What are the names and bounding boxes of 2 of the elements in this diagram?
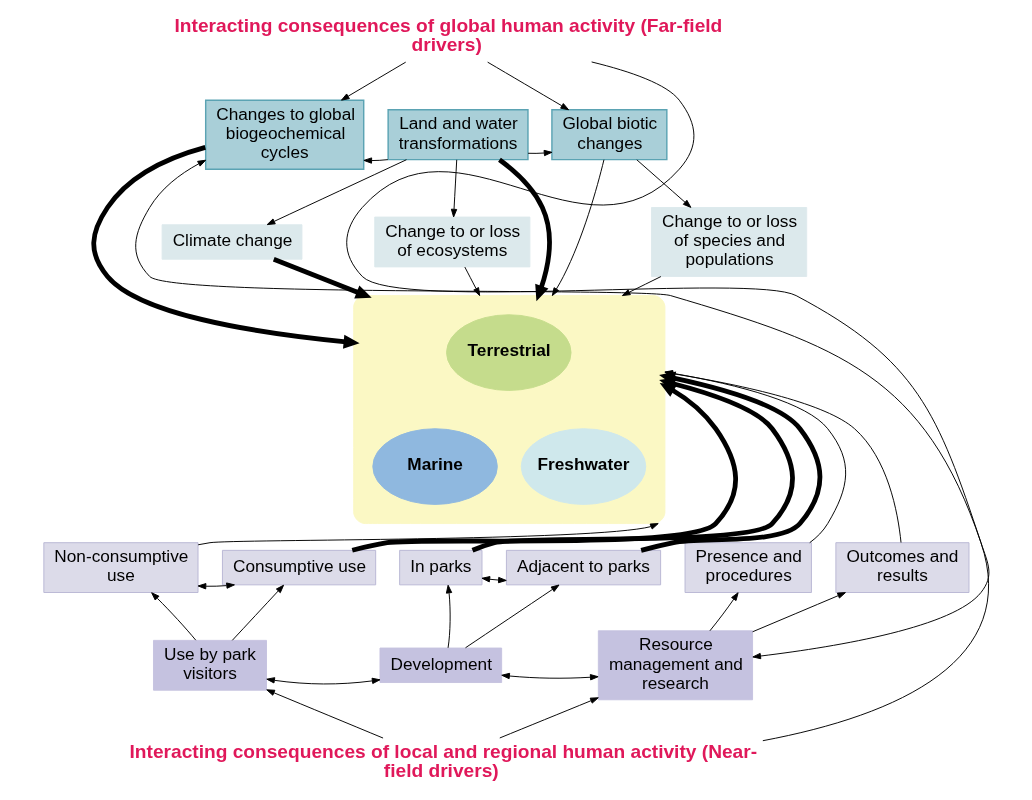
node-text: Interacting consequences of global human activity (Far-field drivers) [174,15,722,56]
node-text: Interacting consequences of local and regional human activity (Near-field drivers) [129,741,757,782]
